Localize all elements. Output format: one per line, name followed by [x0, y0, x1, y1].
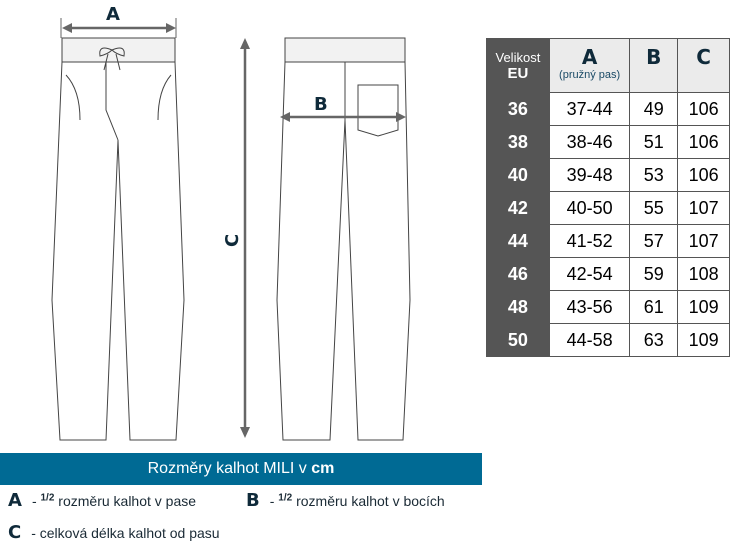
back-pants	[276, 37, 411, 441]
header-a: A(pružný pas)	[548, 38, 631, 93]
cell-c: 106	[677, 158, 730, 192]
cell-b: 51	[629, 125, 679, 159]
cell-c: 109	[677, 290, 730, 324]
cell-b: 57	[629, 224, 679, 258]
front-pants	[51, 37, 185, 441]
label-a: A	[106, 4, 120, 25]
cell-b: 55	[629, 191, 679, 225]
cell-size: 38	[486, 125, 550, 159]
cell-b: 53	[629, 158, 679, 192]
header-b: B	[629, 38, 679, 93]
cell-c: 106	[677, 125, 730, 159]
cell-size: 50	[486, 323, 550, 357]
cell-size: 48	[486, 290, 550, 324]
cell-a: 44-58	[548, 323, 631, 357]
cell-b: 59	[629, 257, 679, 291]
legend-b: B- 1/2 rozměru kalhot v bocích	[246, 490, 445, 511]
cell-c: 108	[677, 257, 730, 291]
cell-a: 38-46	[548, 125, 631, 159]
dimension-arrows	[60, 18, 406, 438]
cell-a: 40-50	[548, 191, 631, 225]
cell-c: 107	[677, 191, 730, 225]
cell-size: 42	[486, 191, 550, 225]
cell-a: 41-52	[548, 224, 631, 258]
cell-b: 49	[629, 92, 679, 126]
label-b: B	[314, 94, 328, 115]
cell-a: 37-44	[548, 92, 631, 126]
cell-a: 42-54	[548, 257, 631, 291]
cell-a: 39-48	[548, 158, 631, 192]
label-c: C	[222, 234, 243, 247]
cell-b: 63	[629, 323, 679, 357]
cell-size: 40	[486, 158, 550, 192]
title-banner: Rozměry kalhot MILI v cm	[0, 453, 482, 485]
legend-a: A- 1/2 rozměru kalhot v pase	[8, 490, 197, 511]
cell-c: 106	[677, 92, 730, 126]
cell-size: 46	[486, 257, 550, 291]
cell-c: 107	[677, 224, 730, 258]
cell-size: 44	[486, 224, 550, 258]
cell-size: 36	[486, 92, 550, 126]
legend-c: C- celková délka kalhot od pasu	[8, 522, 220, 543]
cell-c: 109	[677, 323, 730, 357]
cell-b: 61	[629, 290, 679, 324]
pants-drawing: A B C	[51, 4, 411, 441]
cell-a: 43-56	[548, 290, 631, 324]
header-c: C	[677, 38, 730, 93]
